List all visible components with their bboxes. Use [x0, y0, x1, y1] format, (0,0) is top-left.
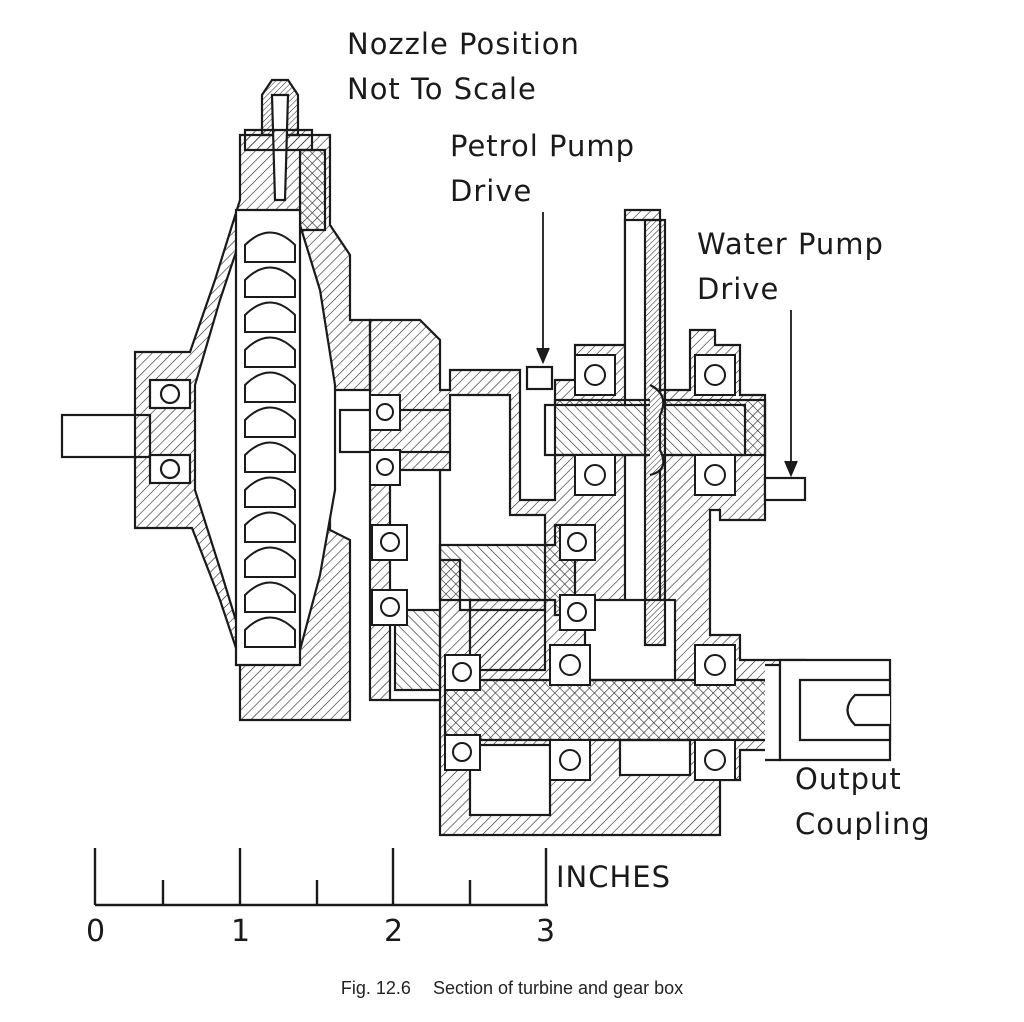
nozzle-label-line2: Not To Scale: [347, 72, 537, 106]
petrol-label-line1: Petrol Pump: [450, 129, 635, 163]
output-label-line1: Output: [795, 762, 902, 796]
scale-bar: [93, 848, 548, 907]
input-bearing-ball-upper: [159, 383, 181, 405]
petrol-pump-label: Petrol Pump Drive: [450, 124, 635, 214]
scale-tick-1: 1: [231, 914, 251, 949]
pump-drive-shaft: [525, 218, 807, 647]
output-shaft: [443, 658, 892, 762]
input-bearing-ball-lower: [159, 458, 181, 480]
output-coupling-label: Output Coupling: [795, 757, 931, 847]
scale-tick-3: 3: [536, 914, 556, 949]
water-pump-label: Water Pump Drive: [697, 222, 884, 312]
petrol-pump-drive-spigot: [525, 365, 554, 391]
bearings: [369, 354, 736, 781]
water-label-line2: Drive: [697, 272, 780, 306]
output-label-line2: Coupling: [795, 807, 931, 841]
scale-tick-0: 0: [86, 914, 106, 949]
turbine-wheel: [234, 208, 302, 667]
leader-arrows: [536, 212, 798, 478]
water-pump-drive-spigot: [763, 476, 807, 502]
figure-number: Fig. 12.6: [340, 978, 411, 998]
figure-caption: Fig. 12.6 Section of turbine and gear box: [0, 978, 1024, 999]
figure-title: Section of turbine and gear box: [432, 978, 684, 998]
nozzle: [243, 78, 327, 232]
nozzle-label: Nozzle Position Not To Scale: [347, 22, 580, 112]
nozzle-label-line1: Nozzle Position: [347, 27, 580, 61]
scale-unit: INCHES: [556, 860, 672, 894]
petrol-label-line2: Drive: [450, 174, 533, 208]
scale-tick-2: 2: [384, 914, 404, 949]
water-label-line1: Water Pump: [697, 227, 884, 261]
